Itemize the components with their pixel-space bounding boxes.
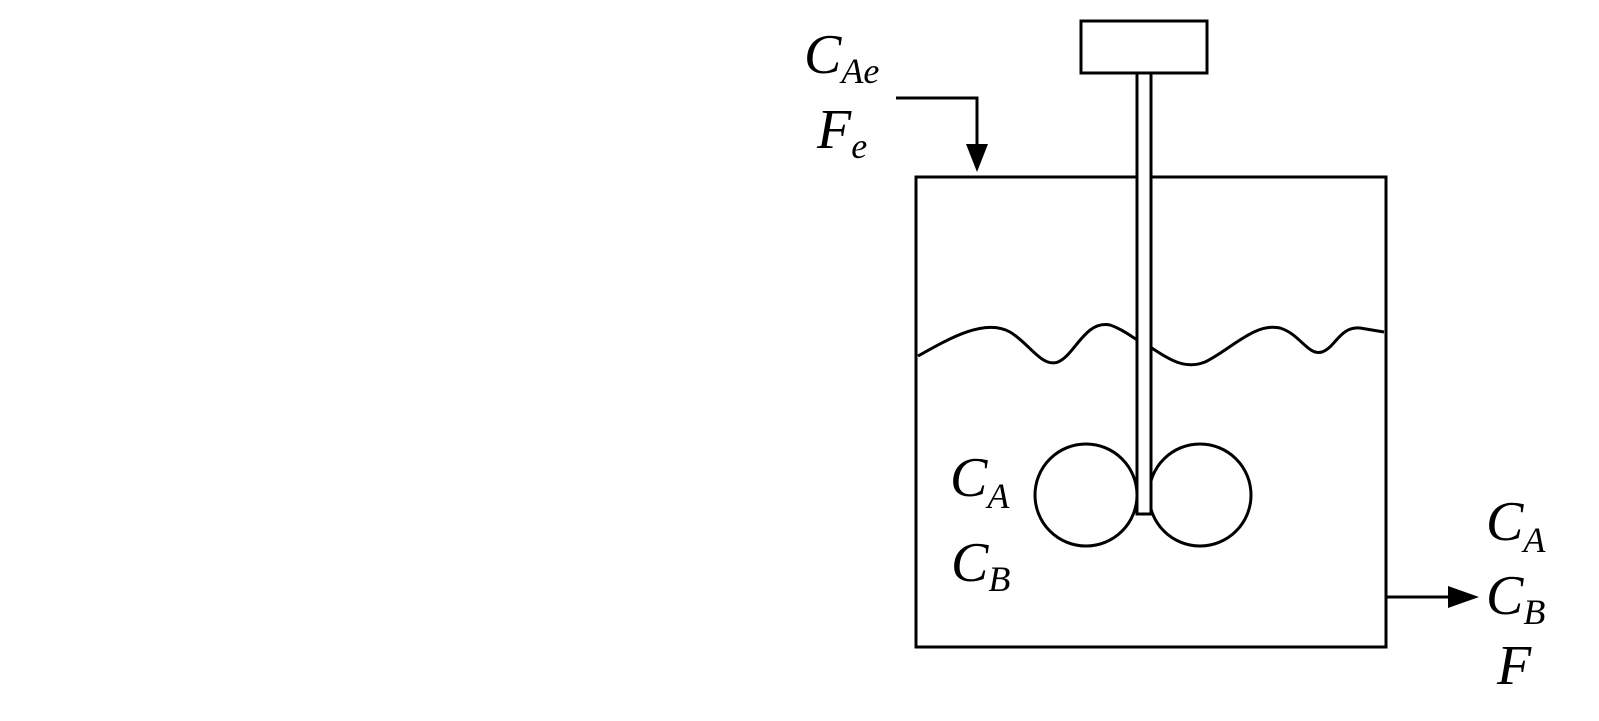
outlet-arrow-icon [1448,586,1479,608]
tank-conc-a-label: CA [950,447,1010,516]
inlet-feed-line [896,96,979,148]
outlet-conc-b-label: CB [1486,565,1545,632]
tank-conc-b-label: CB [951,532,1010,599]
outlet-flow-label: F [1496,635,1532,697]
inlet-flow-label: Fe [816,99,867,166]
inlet-concentration-label: CAe [804,24,879,91]
outlet-conc-a-label: CA [1486,491,1546,560]
stirrer-shaft [1135,71,1153,516]
impeller-blade-left [1033,442,1139,548]
stirrer-motor [1079,19,1209,75]
inlet-arrow-icon [966,144,988,172]
impeller-blade-right [1147,442,1253,548]
